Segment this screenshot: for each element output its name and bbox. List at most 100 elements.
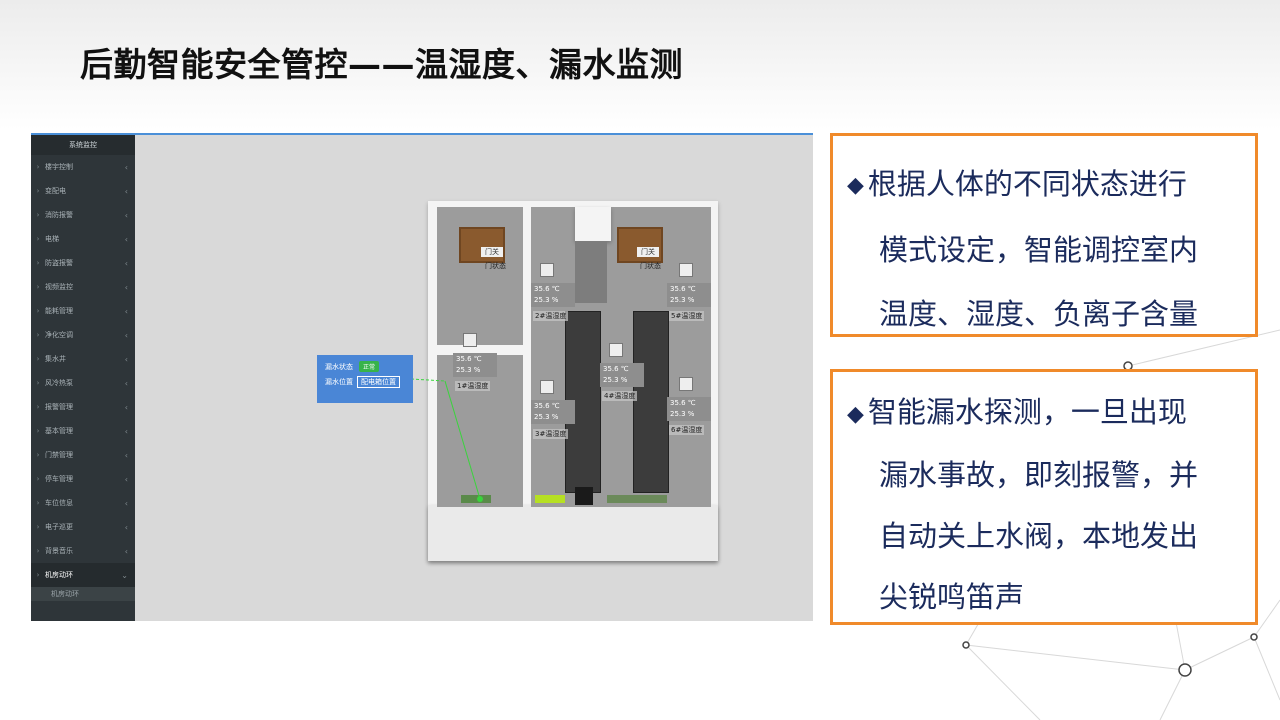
chevron-left-icon: ‹ [124, 186, 128, 196]
chevron-left-icon: ‹ [124, 474, 128, 484]
sensor-6-name: 6#温湿度 [669, 425, 705, 435]
chevron-left-icon: ‹ [124, 522, 128, 532]
leak-status-panel: 漏水状态正常 漏水位置配电箱位置 [317, 355, 413, 403]
chevron-right-icon: › [36, 379, 40, 387]
chevron-right-icon: › [36, 547, 40, 555]
chevron-right-icon: › [36, 163, 40, 171]
sidebar-item-elevator[interactable]: ›电梯‹ [31, 227, 135, 251]
diamond-bullet-icon: ◆ [847, 173, 864, 198]
sidebar-item-energy[interactable]: ›能耗管理‹ [31, 299, 135, 323]
chevron-down-icon: ⌄ [121, 570, 128, 580]
chevron-left-icon: ‹ [124, 426, 128, 436]
chevron-left-icon: ‹ [124, 234, 128, 244]
sidebar-item-access[interactable]: ›门禁管理‹ [31, 443, 135, 467]
leak-sensor-strip [461, 495, 491, 503]
door-left-label: 门关 [481, 247, 503, 257]
sidebar-item-music[interactable]: ›背景音乐‹ [31, 539, 135, 563]
door-right [617, 227, 663, 263]
door-left-state: 门状态 [485, 262, 506, 270]
slide-title: 后勤智能安全管控——温湿度、漏水监测 [80, 45, 683, 84]
sidebar-item-video[interactable]: ›视频监控‹ [31, 275, 135, 299]
server-rack-right [633, 311, 669, 493]
sidebar-subitem-server-room[interactable]: 机房动环 [31, 587, 135, 601]
chevron-left-icon: ‹ [124, 378, 128, 388]
chevron-left-icon: ‹ [124, 354, 128, 364]
door-left [459, 227, 505, 263]
chevron-right-icon: › [36, 283, 40, 291]
pillar-shadow [575, 241, 607, 303]
callout-climate-control: ◆根据人体的不同状态进行 模式设定，智能调控室内 温度、湿度、负离子含量 [830, 133, 1258, 337]
chevron-right-icon: › [36, 187, 40, 195]
chevron-left-icon: ‹ [124, 282, 128, 292]
thermometer-icon [540, 263, 554, 277]
sidebar-item-patrol[interactable]: ›电子巡更‹ [31, 515, 135, 539]
chevron-right-icon: › [36, 571, 40, 579]
chevron-left-icon: ‹ [124, 306, 128, 316]
sidebar-item-parking-spots[interactable]: ›车位信息‹ [31, 491, 135, 515]
chevron-left-icon: ‹ [124, 546, 128, 556]
chevron-right-icon: › [36, 523, 40, 531]
chevron-right-icon: › [36, 451, 40, 459]
chevron-right-icon: › [36, 331, 40, 339]
leak-sensor-strip [535, 495, 565, 503]
chevron-right-icon: › [36, 235, 40, 243]
sensor-4-name: 4#温湿度 [602, 391, 638, 401]
door-right-label: 门关 [637, 247, 659, 257]
room-left-bottom [437, 355, 523, 507]
pillar [575, 207, 611, 241]
sensor-1-name: 1#温湿度 [455, 381, 491, 391]
chevron-right-icon: › [36, 499, 40, 507]
sidebar-item-power[interactable]: ›变配电‹ [31, 179, 135, 203]
chevron-left-icon: ‹ [124, 258, 128, 268]
thermometer-icon [540, 380, 554, 394]
sidebar-item-sump[interactable]: ›集水井‹ [31, 347, 135, 371]
sidebar-item-burglar-alarm[interactable]: ›防盗报警‹ [31, 251, 135, 275]
status-badge: 正常 [359, 361, 380, 372]
thermometer-icon [679, 377, 693, 391]
leak-location-button[interactable]: 配电箱位置 [357, 376, 400, 388]
chevron-right-icon: › [36, 355, 40, 363]
sensor-3-name: 3#温湿度 [533, 429, 569, 439]
sensor-5-name: 5#温湿度 [669, 311, 705, 321]
sidebar-item-hvac[interactable]: ›净化空调‹ [31, 323, 135, 347]
diamond-bullet-icon: ◆ [847, 401, 864, 427]
chevron-right-icon: › [36, 427, 40, 435]
building-base [428, 505, 718, 561]
sidebar-item-heat-pump[interactable]: ›风冷热泵‹ [31, 371, 135, 395]
leak-indicator-lines [410, 378, 483, 502]
top-accent-line [31, 133, 813, 135]
chevron-right-icon: › [36, 475, 40, 483]
chevron-left-icon: ‹ [124, 498, 128, 508]
sidebar-item-alarm-mgmt[interactable]: ›报警管理‹ [31, 395, 135, 419]
sidebar-item-basic-mgmt[interactable]: ›基本管理‹ [31, 419, 135, 443]
door-bottom [575, 487, 593, 505]
callout-leak-detection: ◆智能漏水探测，一旦出现 漏水事故，即刻报警，并 自动关上水阀，本地发出 尖锐鸣… [830, 369, 1258, 625]
sidebar-item-building-control[interactable]: ›楼宇控制‹ [31, 155, 135, 179]
sidebar-item-server-room[interactable]: ›机房动环⌄ [31, 563, 135, 587]
sensor-2-name: 2#温湿度 [533, 311, 569, 321]
sidebar-item-fire-alarm[interactable]: ›消防报警‹ [31, 203, 135, 227]
chevron-left-icon: ‹ [124, 210, 128, 220]
chevron-right-icon: › [36, 403, 40, 411]
chevron-right-icon: › [36, 259, 40, 267]
sidebar-header: 系统监控 [31, 135, 135, 155]
chevron-right-icon: › [36, 307, 40, 315]
thermometer-icon [679, 263, 693, 277]
monitoring-screenshot: 系统监控 ›楼宇控制‹ ›变配电‹ ›消防报警‹ ›电梯‹ ›防盗报警‹ ›视频… [31, 133, 813, 621]
sidebar-item-parking[interactable]: ›停车管理‹ [31, 467, 135, 491]
thermometer-icon [609, 343, 623, 357]
door-right-state: 门状态 [640, 262, 661, 270]
chevron-right-icon: › [36, 211, 40, 219]
chevron-left-icon: ‹ [124, 402, 128, 412]
sidebar: 系统监控 ›楼宇控制‹ ›变配电‹ ›消防报警‹ ›电梯‹ ›防盗报警‹ ›视频… [31, 135, 135, 621]
thermometer-icon [463, 333, 477, 347]
chevron-left-icon: ‹ [124, 330, 128, 340]
chevron-left-icon: ‹ [124, 162, 128, 172]
